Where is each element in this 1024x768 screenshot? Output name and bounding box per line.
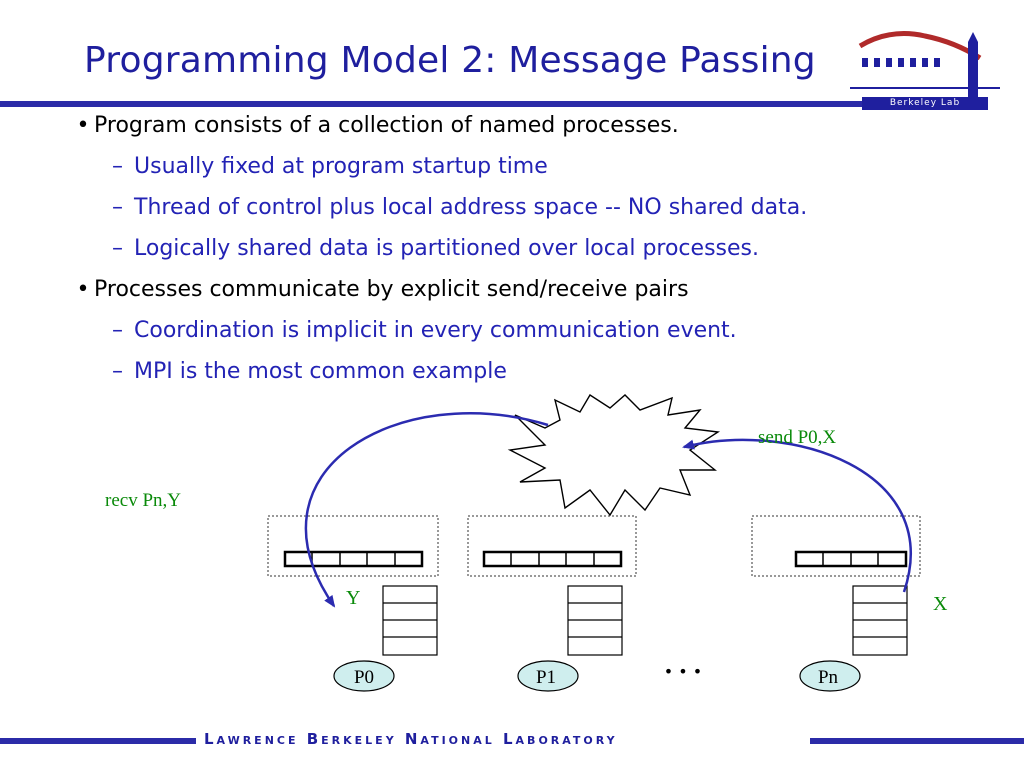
stack-p0 [382,585,438,656]
bullet-item: •Processes communicate by explicit send/… [76,277,689,302]
network-cloud [507,394,721,517]
footer-rule-right [810,738,1024,744]
footer-rule-left [0,738,196,744]
bullet-item: •Program consists of a collection of nam… [76,113,679,138]
logo-caption: Berkeley Lab [862,97,988,110]
sub-bullet-item: –MPI is the most common example [112,359,507,384]
recv-arrow [304,412,549,608]
send-label: send P0,X [758,427,836,448]
process-node-pn: Pn [799,660,861,692]
svg-text:P1: P1 [536,667,556,688]
sub-bullet-item: –Coordination is implicit in every commu… [112,318,737,343]
svg-text:P0: P0 [354,667,374,688]
process-memory-pn [751,515,921,577]
stack-p1 [567,585,623,656]
ellipsis: • • • [664,662,702,681]
stack-pn [852,585,908,656]
title-rule [0,101,862,107]
bullet-list: •Program consists of a collection of nam… [72,108,1012,395]
berkeley-lab-logo [850,31,1000,98]
footer-lab-name: Lawrence Berkeley National Laboratory [204,730,618,748]
sub-bullet-item: –Thread of control plus local address sp… [112,195,808,220]
send-arrow [682,438,912,593]
var-x-label: X [933,593,948,615]
recv-label: recv Pn,Y [105,490,181,511]
process-memory-p1 [467,515,637,577]
svg-text:Pn: Pn [818,667,839,688]
process-memory-p0 [267,515,439,577]
process-node-p1: P1 [517,660,579,692]
sub-bullet-item: –Logically shared data is partitioned ov… [112,236,759,261]
var-y-label: Y [346,587,360,609]
process-node-p0: P0 [333,660,395,692]
sub-bullet-item: –Usually fixed at program startup time [112,154,548,179]
slide-title: Programming Model 2: Message Passing [84,40,816,81]
